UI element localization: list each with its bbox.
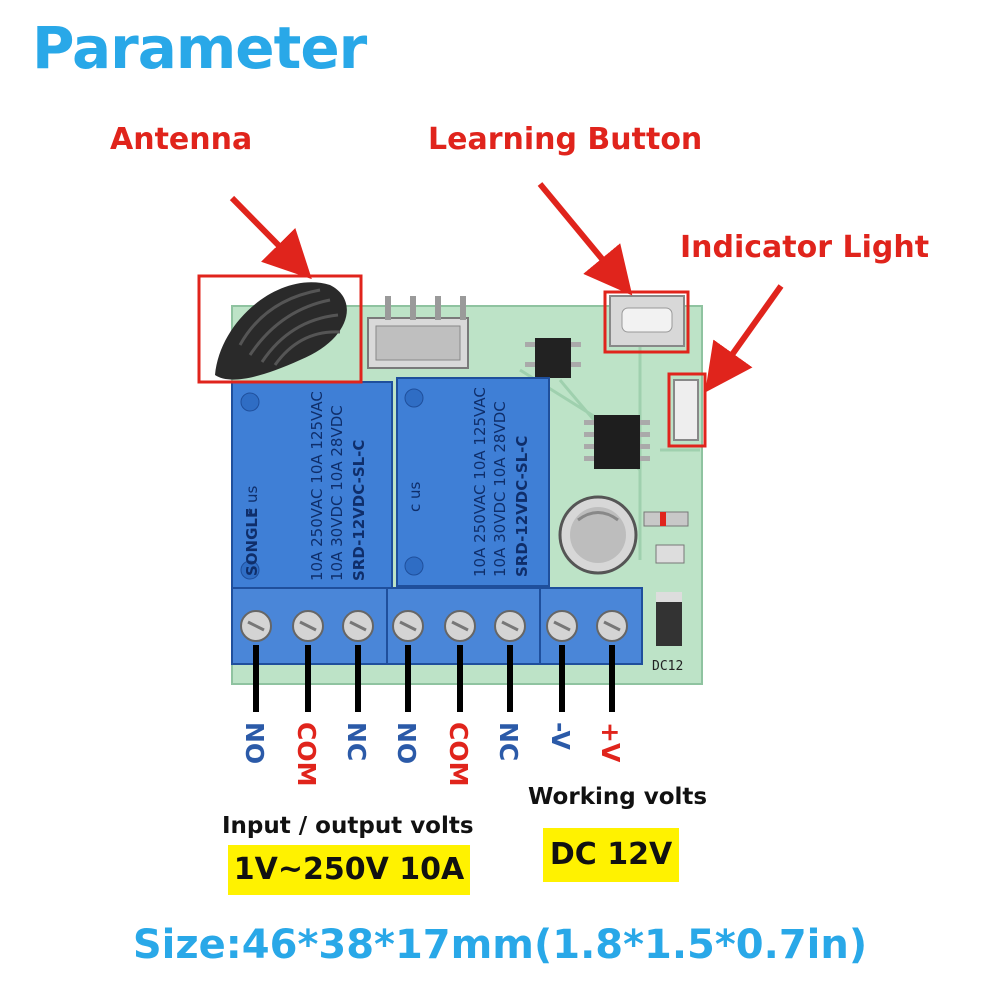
decoder-ic bbox=[584, 415, 650, 469]
antenna-callout: Antenna bbox=[110, 122, 253, 157]
relay-1-rating-2: 10A 30VDC 10A 28VDC bbox=[328, 405, 346, 581]
terminal-label: NO bbox=[240, 722, 269, 765]
led-arrow bbox=[705, 284, 784, 393]
page-title: Parameter bbox=[32, 14, 367, 82]
screw-slot bbox=[299, 620, 317, 632]
learning-button-part bbox=[609, 295, 685, 347]
terminal-label: NC bbox=[494, 722, 523, 762]
relay-2-cert: c us bbox=[406, 481, 424, 512]
relay-1: SONGLE c us 10A 250VAC 10A 125VAC 10A 30… bbox=[231, 381, 393, 591]
screw-slot bbox=[247, 620, 265, 632]
led-highlight-box bbox=[667, 372, 707, 448]
antenna-arrow bbox=[229, 195, 312, 280]
working-volts-caption: Working volts bbox=[528, 784, 708, 810]
learning-button-callout: Learning Button bbox=[428, 122, 703, 157]
relay-2-rating-1: 10A 250VAC 10A 125VAC bbox=[471, 387, 489, 577]
indicator-led bbox=[673, 379, 699, 441]
indicator-light-callout: Indicator Light bbox=[680, 230, 930, 265]
screw-slot bbox=[603, 620, 621, 632]
capacitor bbox=[558, 495, 638, 575]
screw-slot bbox=[349, 620, 367, 632]
receiver-module bbox=[367, 296, 469, 369]
screw-slot bbox=[501, 620, 519, 632]
terminal-block bbox=[231, 587, 643, 665]
screw-slot bbox=[399, 620, 417, 632]
relay-2-model: SRD-12VDC-SL-C bbox=[513, 436, 531, 577]
relay-1-brand: SONGLE bbox=[243, 508, 261, 576]
terminal-label: NO bbox=[392, 722, 421, 765]
terminal-wires bbox=[253, 645, 615, 712]
button-highlight-box bbox=[603, 290, 690, 354]
io-volts-value: 1V~250V 10A bbox=[228, 845, 470, 895]
size-spec: Size:46*38*17mm(1.8*1.5*0.7in) bbox=[132, 922, 868, 968]
relay-2: c us 10A 250VAC 10A 125VAC 10A 30VDC 10A… bbox=[396, 377, 550, 587]
working-volts-value: DC 12V bbox=[543, 828, 679, 882]
io-volts-caption: Input / output volts bbox=[222, 813, 474, 839]
terminal-label: -V bbox=[546, 722, 575, 750]
terminal-label: +V bbox=[596, 722, 625, 763]
antenna-coil bbox=[215, 282, 347, 380]
button-arrow bbox=[537, 182, 633, 296]
dc12-marking: DC12 bbox=[652, 659, 683, 674]
screw-slot bbox=[451, 620, 469, 632]
screw-slot bbox=[553, 620, 571, 632]
terminal-label: COM bbox=[444, 722, 473, 787]
relay-1-rating-1: 10A 250VAC 10A 125VAC bbox=[308, 391, 326, 581]
relay-1-cert: c us bbox=[243, 485, 261, 516]
relay-1-model: SRD-12VDC-SL-C bbox=[350, 440, 368, 581]
terminal-label: NC bbox=[342, 722, 371, 762]
small-ic bbox=[525, 338, 581, 378]
relay-2-rating-2: 10A 30VDC 10A 28VDC bbox=[491, 401, 509, 577]
terminal-label: COM bbox=[292, 722, 321, 787]
